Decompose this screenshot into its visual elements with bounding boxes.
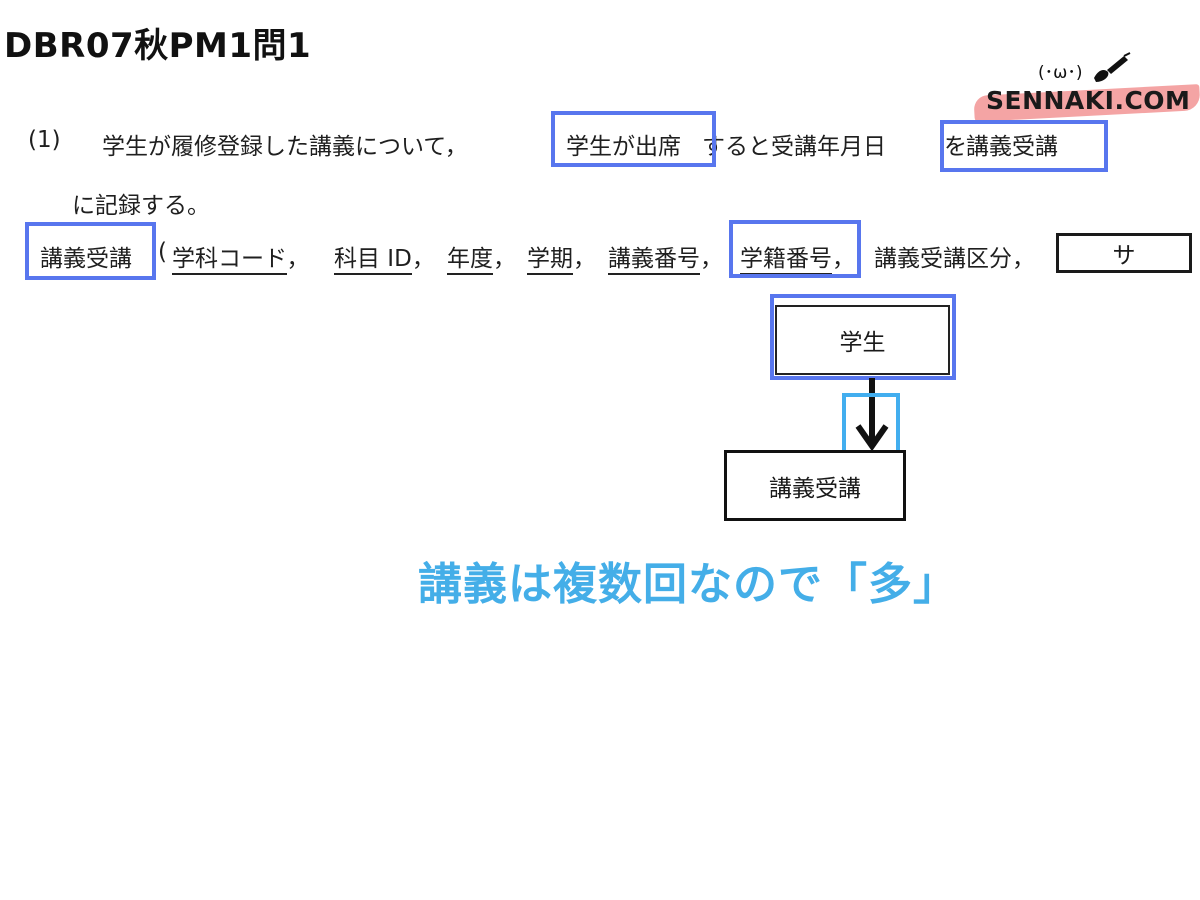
site-logo[interactable]: (･ω･) SENNAKI.COM — [968, 52, 1200, 132]
attribute-separator: ， — [573, 246, 596, 272]
relation-name: 講義受講 — [40, 246, 132, 272]
highlight-lecture-attendance — [940, 120, 1108, 172]
logo-text: SENNAKI.COM — [986, 86, 1191, 115]
highlight-entity-student — [770, 294, 956, 380]
highlight-relation-name — [25, 222, 156, 280]
attribute-student-number: 学籍番号 — [740, 246, 832, 275]
attribute-separator: ， — [700, 246, 723, 272]
question-text-line2: に記録する。 — [72, 193, 210, 219]
attribute-separator: ， — [493, 246, 516, 272]
highlight-student-number — [729, 220, 861, 278]
annotation-note: 講義は複数回なので「多」 — [418, 559, 958, 610]
paintbrush-icon — [1094, 52, 1131, 82]
question-text-d: を — [944, 134, 967, 160]
attribute-separator: ， — [286, 246, 310, 272]
question-number: (1) — [28, 127, 61, 153]
entity-student: 学生 — [775, 305, 950, 375]
attribute-separator: ， — [411, 246, 435, 272]
attribute-year: 年度 — [447, 246, 493, 275]
entity-lecture-attendance: 講義受講 — [724, 450, 906, 521]
attribute-term: 学期 — [527, 246, 573, 275]
attribute-attendance-category: 講義受講区分， — [874, 246, 1035, 272]
page-title: DBR07秋PM1問1 — [4, 26, 312, 66]
attribute-subject-id: 科目 ID — [334, 246, 412, 275]
question-text-a: 学生が履修登録した講義について， — [102, 134, 468, 160]
question-text-lecture-attendance: 講義受講 — [966, 134, 1058, 160]
attribute-dept-code: 学科コード — [172, 246, 287, 275]
logo-face: (･ω･) — [1038, 63, 1083, 83]
question-text-c: すると受講年月日 — [702, 134, 886, 160]
relationship-line — [855, 378, 889, 452]
highlight-student-attend — [551, 111, 716, 167]
relation-open-paren: ( — [158, 239, 167, 265]
attribute-separator: ， — [832, 246, 855, 272]
answer-blank-sa: サ — [1056, 233, 1192, 273]
attribute-lecture-number: 講義番号 — [608, 246, 700, 275]
question-text-student-attend: 学生が出席 — [566, 134, 681, 160]
